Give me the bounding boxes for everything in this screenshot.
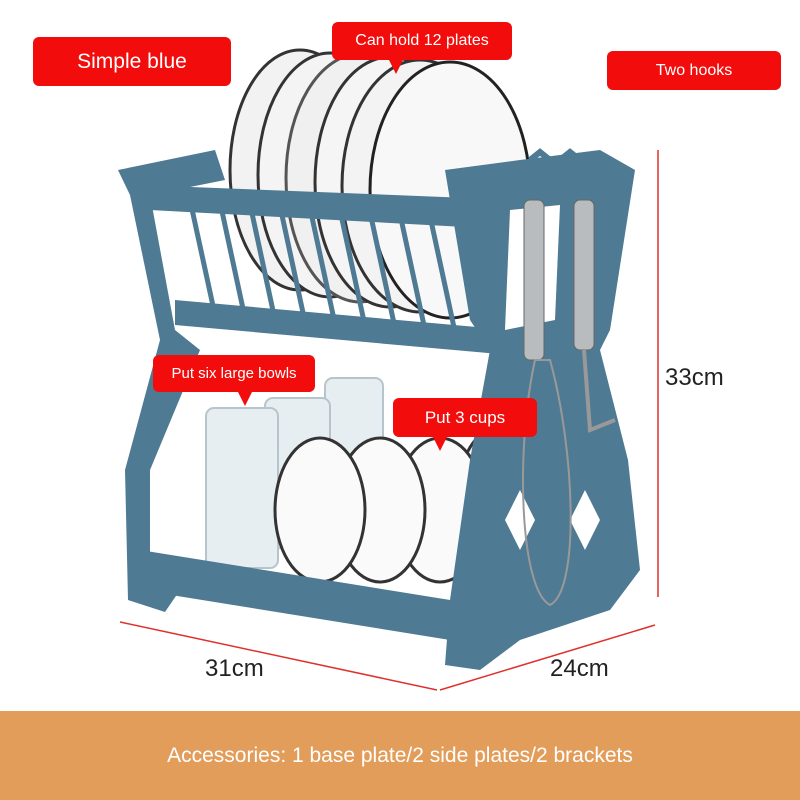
dimension-lines (119, 150, 659, 691)
cups-callout-tail (432, 435, 448, 451)
depth-dimension: 24cm (550, 655, 609, 682)
dish-rack-illustration (118, 48, 659, 691)
accessories-banner: Accessories: 1 base plate/2 side plates/… (0, 711, 800, 800)
hanging-utensils (522, 148, 616, 607)
hooks-label: Two hooks (607, 51, 781, 90)
cups-callout: Put 3 cups (393, 398, 537, 437)
bowls-callout-tail (237, 390, 253, 406)
rack-slats (187, 199, 488, 335)
color-label: Simple blue (33, 37, 231, 86)
height-dimension: 33cm (665, 364, 724, 391)
plates-callout-tail (388, 58, 404, 74)
bowls-callout: Put six large bowls (153, 355, 315, 392)
width-dimension: 31cm (205, 655, 264, 682)
plates-callout: Can hold 12 plates (332, 22, 512, 60)
